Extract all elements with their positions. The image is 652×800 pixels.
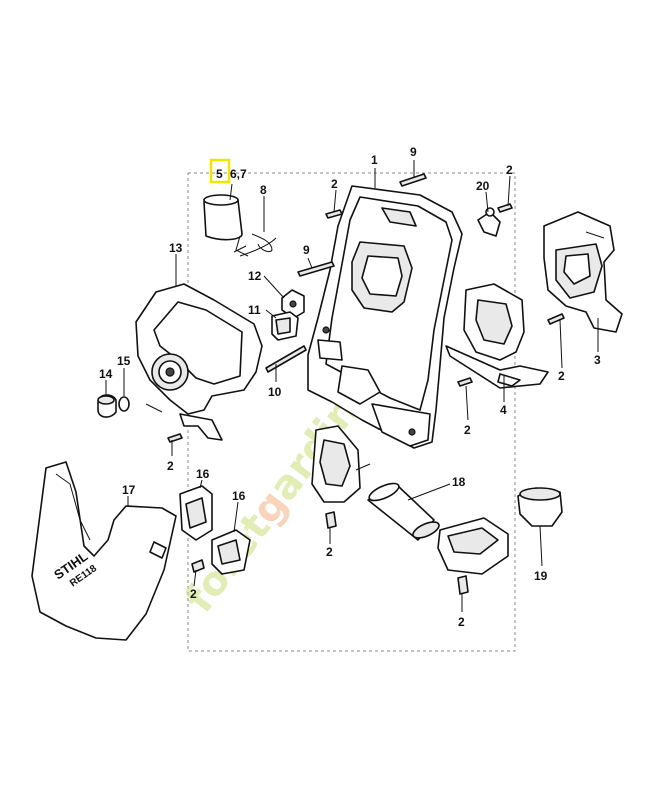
callout-15: 15: [117, 354, 131, 368]
callout-2-left: 2: [167, 459, 174, 473]
callout-2-bottom-left: 2: [190, 587, 197, 601]
callout-1: 1: [371, 153, 378, 167]
callout-11: 11: [248, 303, 261, 317]
part-rear-grip: [437, 517, 509, 575]
part-knob: [97, 394, 117, 418]
callout-2-top-right: 2: [506, 163, 513, 177]
part-capacitor: [203, 194, 249, 257]
callout-12: 12: [248, 269, 262, 283]
callout-16-upper: 16: [196, 467, 210, 481]
callout-5: 5: [216, 167, 223, 181]
callout-2-center: 2: [326, 545, 333, 559]
callout-6-7: 6,7: [230, 167, 247, 181]
callout-2-right: 2: [558, 369, 565, 383]
part-tube: [367, 482, 440, 541]
callout-19: 19: [534, 569, 548, 583]
part-clip: [477, 207, 501, 237]
callout-4: 4: [500, 403, 507, 417]
callout-16-lower: 16: [232, 489, 246, 503]
callout-13: 13: [169, 241, 183, 255]
part-blower-shroud: [543, 211, 623, 333]
part-main-housing: [307, 185, 463, 449]
callout-3: 3: [594, 353, 601, 367]
callout-9-top: 9: [410, 145, 417, 159]
part-nozzle-assembly: [445, 283, 549, 389]
part-nozzle-cup: [517, 487, 563, 527]
highlight-box: [209, 158, 231, 184]
callout-10: 10: [268, 385, 282, 399]
part-motor-cover: [135, 283, 263, 441]
callout-2-mid: 2: [464, 423, 471, 437]
part-lower-cover: [31, 461, 177, 641]
callout-8: 8: [260, 183, 267, 197]
callout-20: 20: [476, 179, 490, 193]
part-cable-gland: [281, 289, 305, 319]
callout-17: 17: [122, 483, 136, 497]
part-ring: [118, 396, 130, 412]
callout-2-bottom-right: 2: [458, 615, 465, 629]
part-bracket-lower: [211, 529, 251, 575]
part-switch: [271, 311, 299, 341]
screw-set: [167, 173, 565, 595]
part-wire-connectors: [239, 233, 277, 257]
callout-2-top-left: 2: [331, 177, 338, 191]
part-handle-grip: [311, 425, 361, 503]
leader-lines: [105, 160, 599, 612]
callout-14: 14: [99, 367, 113, 381]
callout-18: 18: [452, 475, 466, 489]
callout-9: 9: [303, 243, 310, 257]
callout-labels: 1 9 2 2 20 5 6,7 8 9 13 12 11 10 14 15 2…: [99, 145, 601, 629]
part-bracket-upper: [179, 485, 213, 541]
